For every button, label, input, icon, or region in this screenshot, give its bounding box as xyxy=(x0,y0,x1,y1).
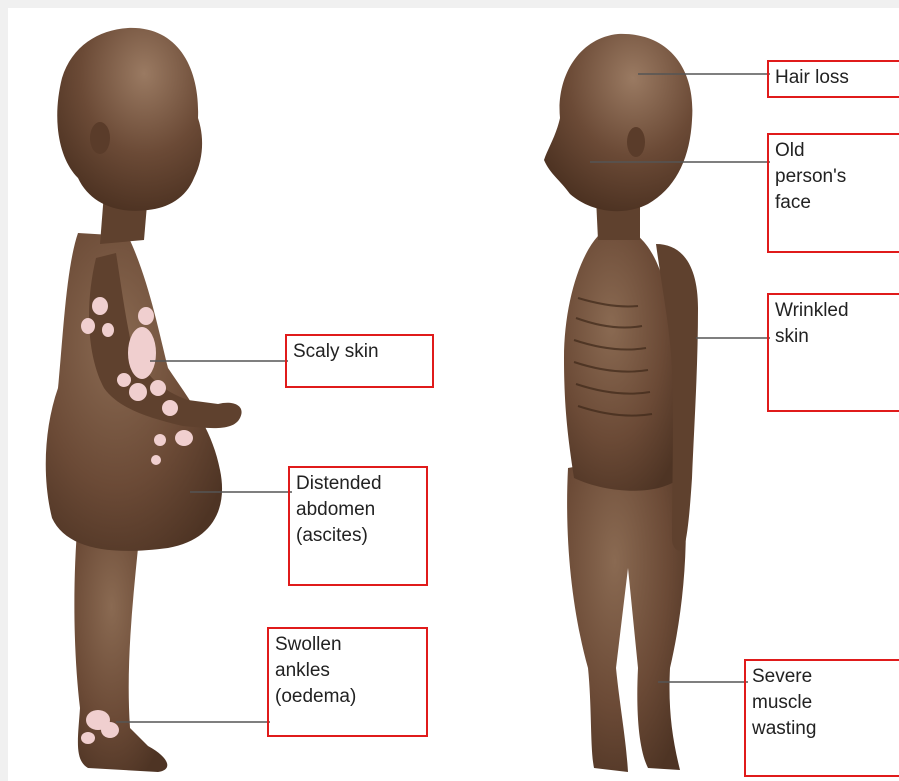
left-child-ear xyxy=(90,122,110,154)
right-child-legs xyxy=(567,448,686,772)
diagram-panel: Scaly skin Distended abdomen (ascites) S… xyxy=(8,8,899,781)
left-child-head xyxy=(57,28,202,211)
label-old-face: Old person's face xyxy=(767,133,899,253)
kwashiorkor-child-figure xyxy=(46,28,242,772)
label-muscle-wasting: Severe muscle wasting xyxy=(744,659,899,777)
label-scaly-skin: Scaly skin xyxy=(285,334,434,388)
label-distended-abdomen: Distended abdomen (ascites) xyxy=(288,466,428,586)
label-wrinkled-skin: Wrinkled skin xyxy=(767,293,899,412)
label-hair-loss: Hair loss xyxy=(767,60,899,98)
marasmus-child-figure xyxy=(544,34,698,772)
right-child-head xyxy=(544,34,692,211)
right-child-ear xyxy=(627,127,645,157)
label-swollen-ankles: Swollen ankles (oedema) xyxy=(267,627,428,737)
